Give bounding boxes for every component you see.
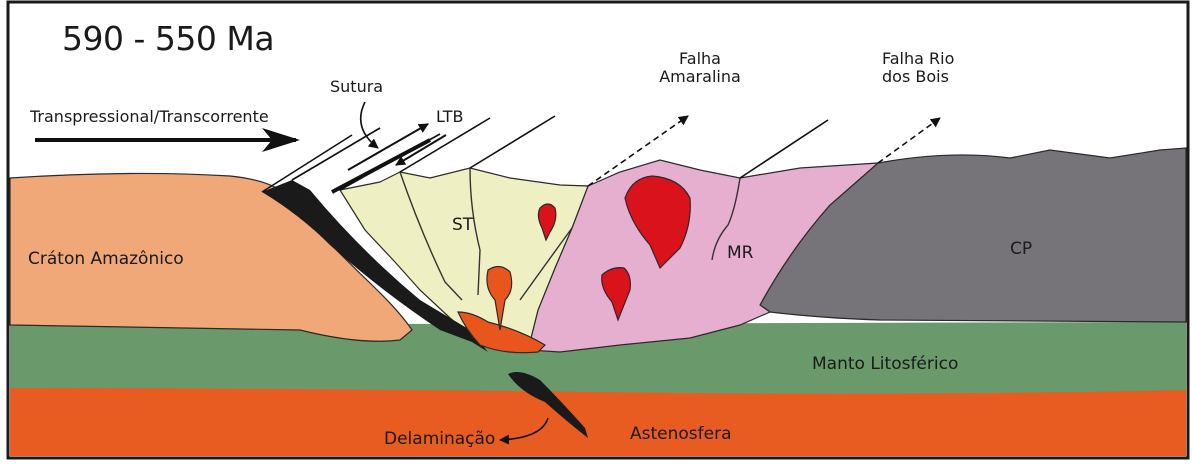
falha-amaralina-line1: Falha [640, 50, 760, 68]
astenosfera-label: Astenosfera [630, 425, 732, 445]
ltb-label: LTB [436, 108, 463, 126]
transpressional-label: Transpressional/Transcorrente [30, 108, 269, 126]
delaminacao-label: Delaminação [384, 430, 495, 450]
craton-label: Cráton Amazônico [28, 250, 184, 270]
figure-title: 590 - 550 Ma [62, 20, 274, 58]
falha-amaralina-label: Falha Amaralina [640, 50, 760, 87]
falha-rio-line2: dos Bois [882, 68, 954, 86]
sutura-label: Sutura [330, 78, 383, 96]
falha-rio-dos-bois-label: Falha Rio dos Bois [882, 50, 954, 87]
cp-label: CP [1010, 240, 1032, 260]
st-label: ST [452, 216, 473, 236]
mr-label: MR [727, 244, 753, 264]
falha-amaralina-line2: Amaralina [640, 68, 760, 86]
falha-rio-line1: Falha Rio [882, 50, 954, 68]
manto-label: Manto Litosférico [812, 355, 958, 375]
asthenosphere-layer [10, 388, 1186, 456]
